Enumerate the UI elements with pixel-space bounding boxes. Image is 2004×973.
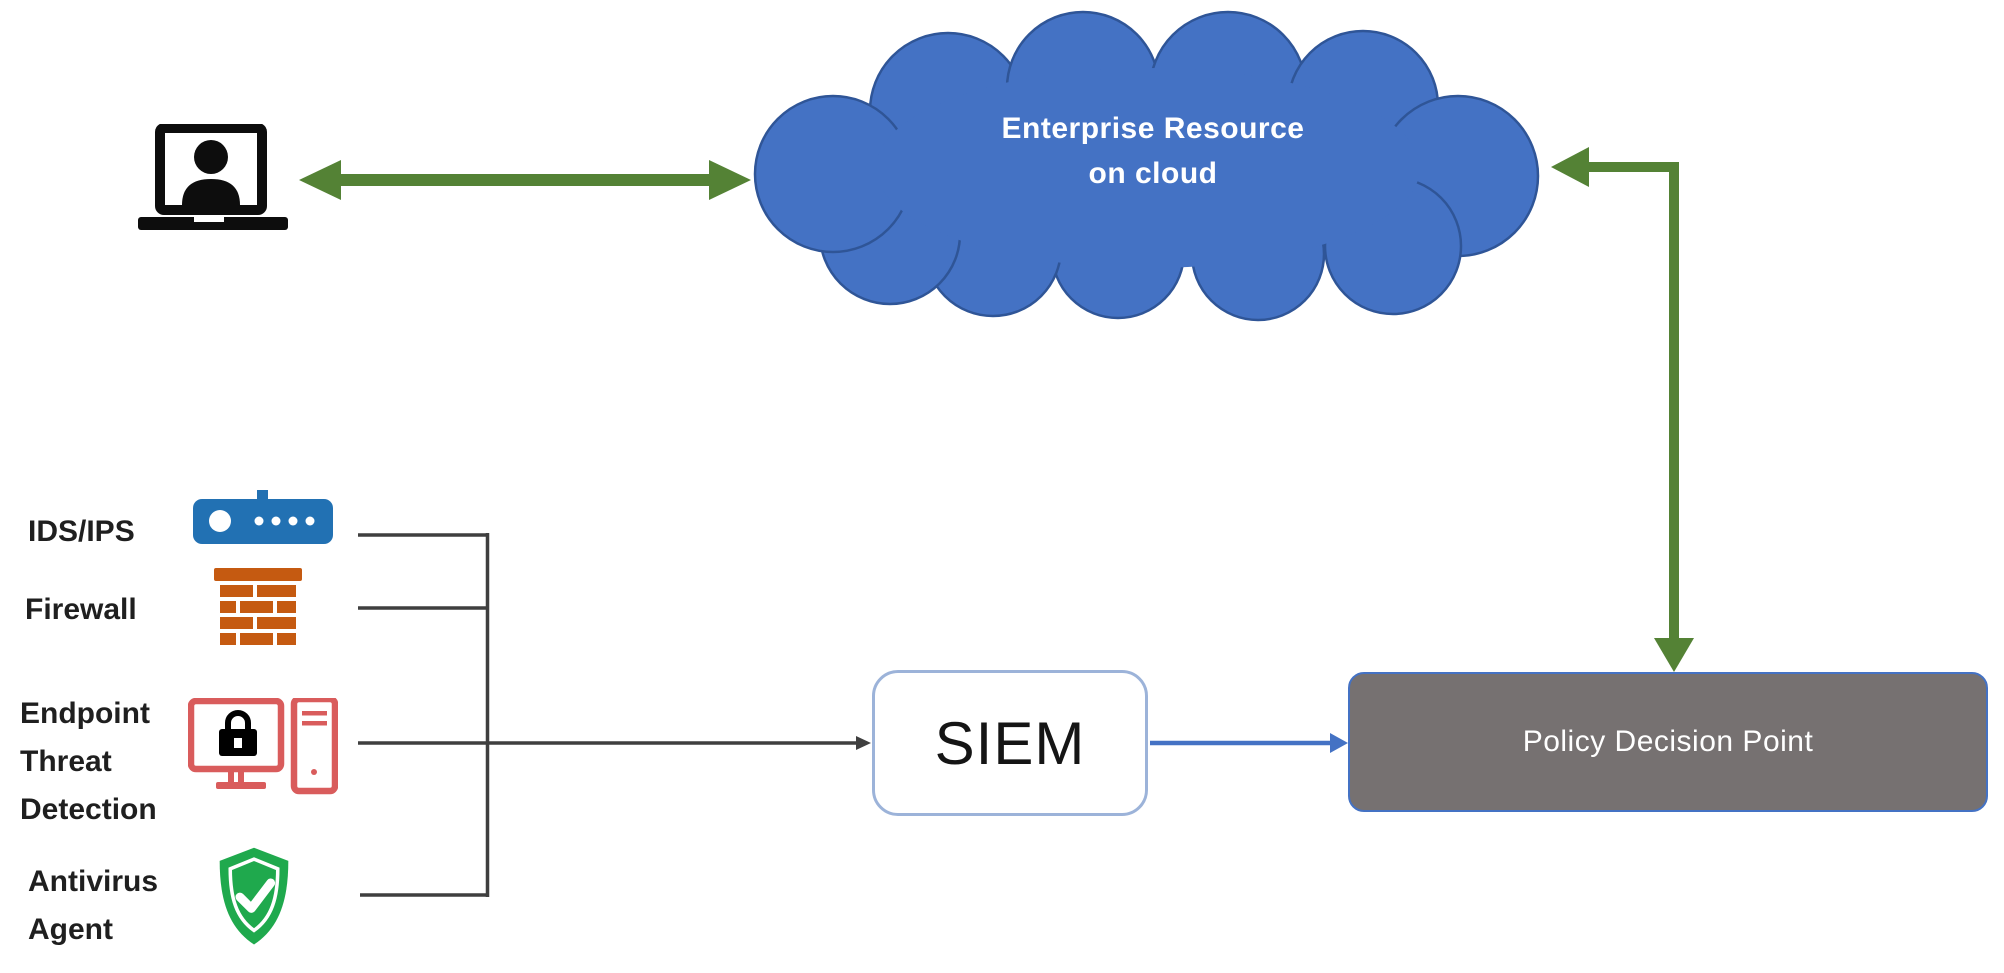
siem-pdp-arrow <box>1150 721 1350 765</box>
label-firewall: Firewall <box>25 593 137 626</box>
user-cloud-arrow <box>295 156 755 204</box>
label-endpoint-threat-detection: Endpoint Threat Detection <box>20 697 157 826</box>
policy-decision-point-label: Policy Decision Point <box>1522 725 1814 758</box>
policy-decision-point-node: Policy Decision Point <box>1348 672 1988 812</box>
router-icon <box>193 490 333 548</box>
siem-label: SIEM <box>934 709 1086 777</box>
cloud-shape-icon <box>753 10 1540 322</box>
laptop-user-icon <box>130 123 290 234</box>
enterprise-cloud: Enterprise Resource on cloud <box>748 6 1558 324</box>
siem-node: SIEM <box>872 670 1148 816</box>
endpoint-monitor-icon <box>187 695 339 798</box>
cloud-label: Enterprise Resource on cloud <box>1001 112 1305 190</box>
sources-siem-connector <box>350 520 880 910</box>
label-antivirus-agent: Antivirus Agent <box>28 865 159 946</box>
antivirus-shield-icon <box>210 843 298 951</box>
firewall-icon <box>214 568 302 650</box>
cloud-pdp-arrow <box>1545 140 1705 680</box>
label-ids-ips: IDS/IPS <box>28 515 135 548</box>
